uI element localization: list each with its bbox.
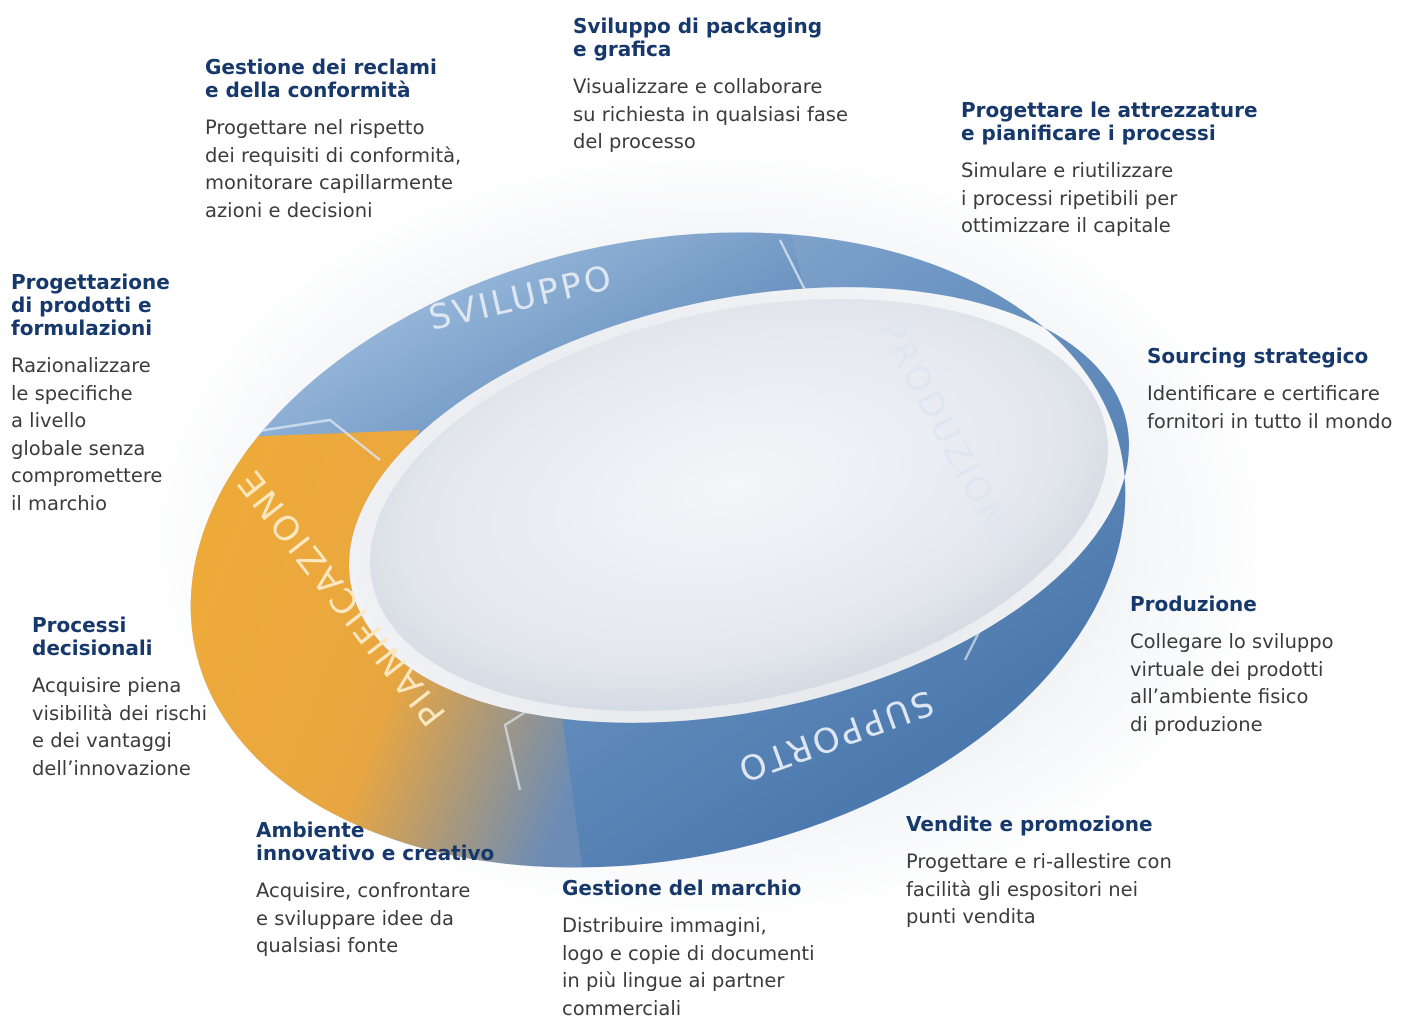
text-attrezzature: Simulare e riutilizzare i processi ripet… [961, 159, 1178, 237]
title-packaging: Sviluppo di packaging e grafica [573, 14, 823, 61]
ring-hole [369, 298, 1109, 712]
text-sourcing: Identificare e certificare fornitori in … [1147, 382, 1393, 433]
text-marchio: Distribuire immagini, logo e copie di do… [562, 914, 815, 1020]
title-attrezzature: Progettare le attrezzature e pianificare… [961, 98, 1258, 145]
title-prodotti: Progettazione di prodotti e formulazioni [11, 270, 170, 340]
block-ambiente: Ambiente innovativo e creativo Acquisire… [256, 819, 536, 960]
title-reclami: Gestione dei reclami e della conformità [205, 55, 437, 102]
text-prodotti: Razionalizzare le specifiche a livello g… [11, 354, 163, 515]
block-prodotti: Progettazione di prodotti e formulazioni… [11, 271, 201, 517]
title-produzione: Produzione [1130, 592, 1257, 616]
text-packaging: Visualizzare e collaborare su richiesta … [573, 75, 848, 153]
title-marchio: Gestione del marchio [562, 876, 802, 900]
title-vendite: Vendite e promozione [906, 812, 1153, 836]
title-decisionali: Processi decisionali [32, 613, 153, 660]
block-reclami: Gestione dei reclami e della conformità … [205, 56, 525, 224]
text-ambiente: Acquisire, confrontare e sviluppare idee… [256, 879, 471, 957]
title-sourcing: Sourcing strategico [1147, 344, 1369, 368]
text-produzione: Collegare lo sviluppo virtuale dei prodo… [1130, 630, 1334, 736]
block-vendite: Vendite e promozione Progettare e ri-all… [906, 813, 1226, 931]
block-packaging: Sviluppo di packaging e grafica Visualiz… [573, 15, 893, 156]
block-produzione: Produzione Collegare lo sviluppo virtual… [1130, 593, 1390, 738]
block-marchio: Gestione del marchio Distribuire immagin… [562, 877, 862, 1022]
title-ambiente: Ambiente innovativo e creativo [256, 818, 495, 865]
text-decisionali: Acquisire piena visibilità dei rischi e … [32, 674, 208, 780]
block-attrezzature: Progettare le attrezzature e pianificare… [961, 99, 1291, 240]
text-reclami: Progettare nel rispetto dei requisiti di… [205, 116, 462, 222]
block-sourcing: Sourcing strategico Identificare e certi… [1147, 345, 1419, 435]
text-vendite: Progettare e ri-allestire con facilità g… [906, 850, 1172, 928]
block-decisionali: Processi decisionali Acquisire piena vis… [32, 614, 232, 782]
